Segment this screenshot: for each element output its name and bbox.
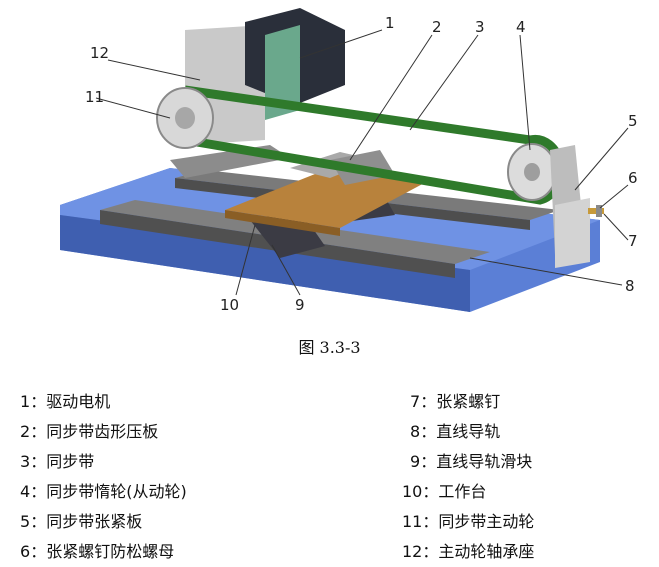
callout-6: 6 bbox=[628, 169, 638, 187]
callout-10: 10 bbox=[220, 296, 239, 314]
belt-drive-assembly-figure: 1 2 3 4 5 6 7 8 9 10 11 12 bbox=[60, 8, 638, 314]
callout-9: 9 bbox=[295, 296, 305, 314]
figure-caption: 图 3.3-3 bbox=[298, 338, 361, 357]
leader-lines bbox=[95, 29, 629, 296]
callout-12: 12 bbox=[90, 44, 109, 62]
legend-item-2: 2：同步带齿形压板 bbox=[20, 422, 159, 441]
callout-11: 11 bbox=[85, 88, 104, 106]
legend-item-7: 7：张紧螺钉 bbox=[410, 392, 501, 411]
legend-item-1: 1：驱动电机 bbox=[20, 392, 111, 411]
callout-7: 7 bbox=[628, 232, 638, 250]
legend-item-6: 6：张紧螺钉防松螺母 bbox=[20, 542, 175, 561]
legend-item-3: 3：同步带 bbox=[20, 452, 95, 471]
work-table bbox=[225, 170, 430, 228]
idler-pulley-hub bbox=[524, 163, 540, 181]
legend-item-12: 12：主动轮轴承座 bbox=[402, 542, 535, 561]
legend-item-8: 8：直线导轨 bbox=[410, 422, 501, 441]
legend-item-9: 9：直线导轨滑块 bbox=[410, 452, 533, 471]
tension-bracket bbox=[555, 198, 590, 268]
legend-item-10: 10：工作台 bbox=[402, 482, 487, 501]
callout-1: 1 bbox=[385, 14, 395, 32]
callout-4: 4 bbox=[516, 18, 526, 36]
callout-5: 5 bbox=[628, 112, 638, 130]
callout-3: 3 bbox=[475, 18, 485, 36]
callout-2: 2 bbox=[432, 18, 442, 36]
work-table-edge bbox=[225, 210, 340, 236]
callout-8: 8 bbox=[625, 277, 635, 295]
legend-item-11: 11：同步带主动轮 bbox=[402, 512, 535, 531]
legend-item-4: 4：同步带惰轮(从动轮) bbox=[20, 482, 187, 501]
driving-pulley-hub bbox=[175, 107, 195, 129]
legend-item-5: 5：同步带张紧板 bbox=[20, 512, 143, 531]
motor-flange bbox=[265, 25, 300, 120]
tension-nut bbox=[596, 205, 602, 217]
base-plate-edge bbox=[60, 215, 470, 312]
